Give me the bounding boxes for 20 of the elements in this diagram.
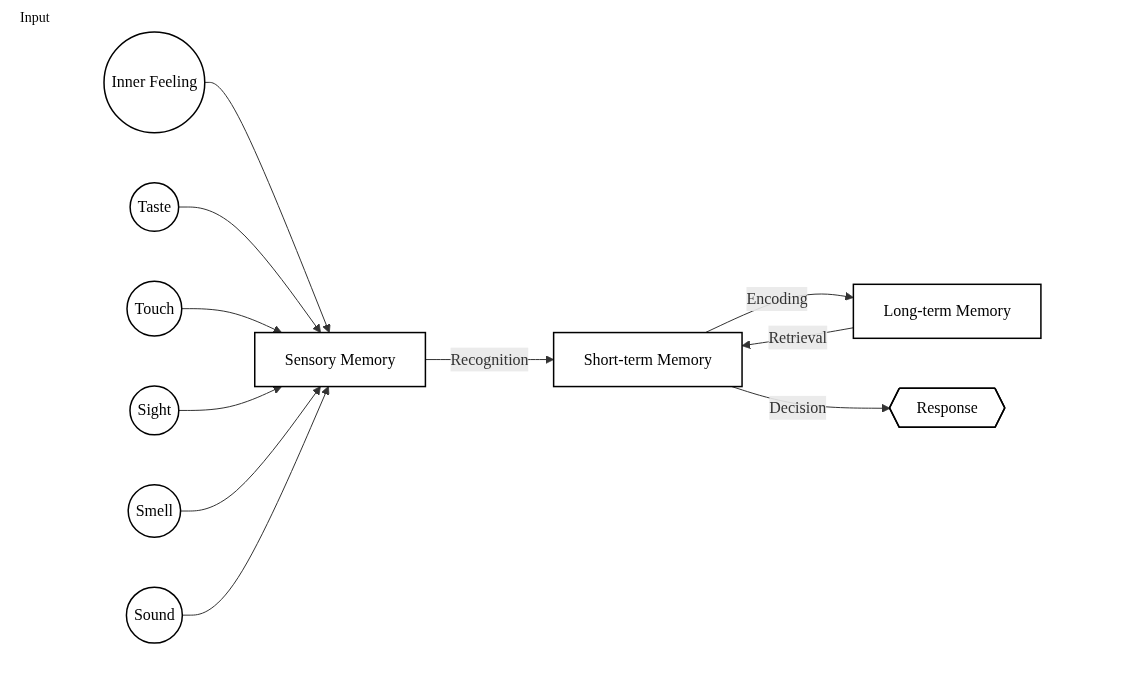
edge-label: Encoding [746, 289, 808, 307]
edge-label: Retrieval [768, 328, 828, 346]
node-circle: Touch [126, 280, 183, 337]
arrow [180, 386, 321, 512]
node-circle: Sound [125, 586, 184, 644]
node-circle: Smell [127, 484, 182, 538]
node-circle: Inner Feeling [103, 31, 206, 134]
node-box: Long-term Memory [852, 283, 1042, 339]
arrow [178, 385, 282, 411]
node-box: Sensory Memory [254, 331, 427, 388]
arrow [181, 308, 282, 334]
node-box: Short-term Memory [552, 331, 743, 388]
node-circle: Sight [129, 385, 180, 436]
edge-label: Decision [769, 398, 827, 416]
note-text: Input [20, 10, 50, 26]
edge-label: Recognition [450, 350, 529, 368]
arrow [204, 81, 331, 333]
arrow [181, 386, 330, 616]
arrow [178, 206, 321, 333]
node-circle: Taste [129, 181, 180, 232]
